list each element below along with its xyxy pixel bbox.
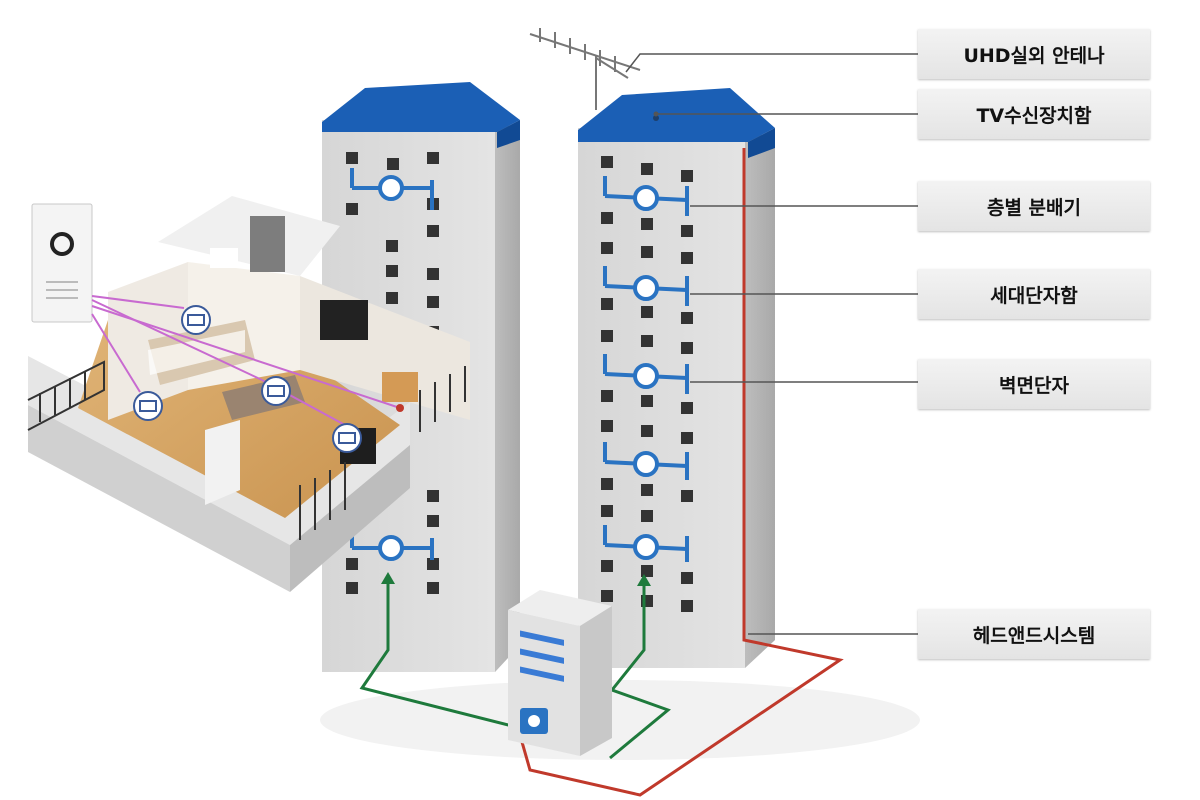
label-wall-outlet: 벽면단자 <box>918 359 1150 409</box>
antenna-graphic <box>529 28 641 110</box>
ground-shadow <box>320 680 920 760</box>
right-splitters <box>603 176 689 562</box>
left-roof <box>322 82 520 132</box>
label-antenna: UHD실외 안테나 <box>918 29 1150 79</box>
label-receiver-box: TV수신장치함 <box>918 89 1150 139</box>
unit-terminal-panel <box>31 203 93 323</box>
left-splitter-top <box>350 168 434 210</box>
right-windows <box>601 156 693 612</box>
leader-lines <box>625 53 918 635</box>
right-roof <box>578 88 775 142</box>
left-splitter-bottom <box>350 534 434 561</box>
label-headend: 헤드앤드시스템 <box>918 609 1150 659</box>
apartment-cutaway <box>27 196 470 592</box>
left-windows <box>346 152 439 594</box>
coax-cable <box>520 148 844 797</box>
wall-outlets <box>133 305 362 453</box>
label-floor-splitter: 층별 분배기 <box>918 181 1150 231</box>
label-unit-terminal-box: 세대단자함 <box>918 269 1150 319</box>
headend-cabinet <box>508 590 612 756</box>
right-building <box>578 88 775 668</box>
